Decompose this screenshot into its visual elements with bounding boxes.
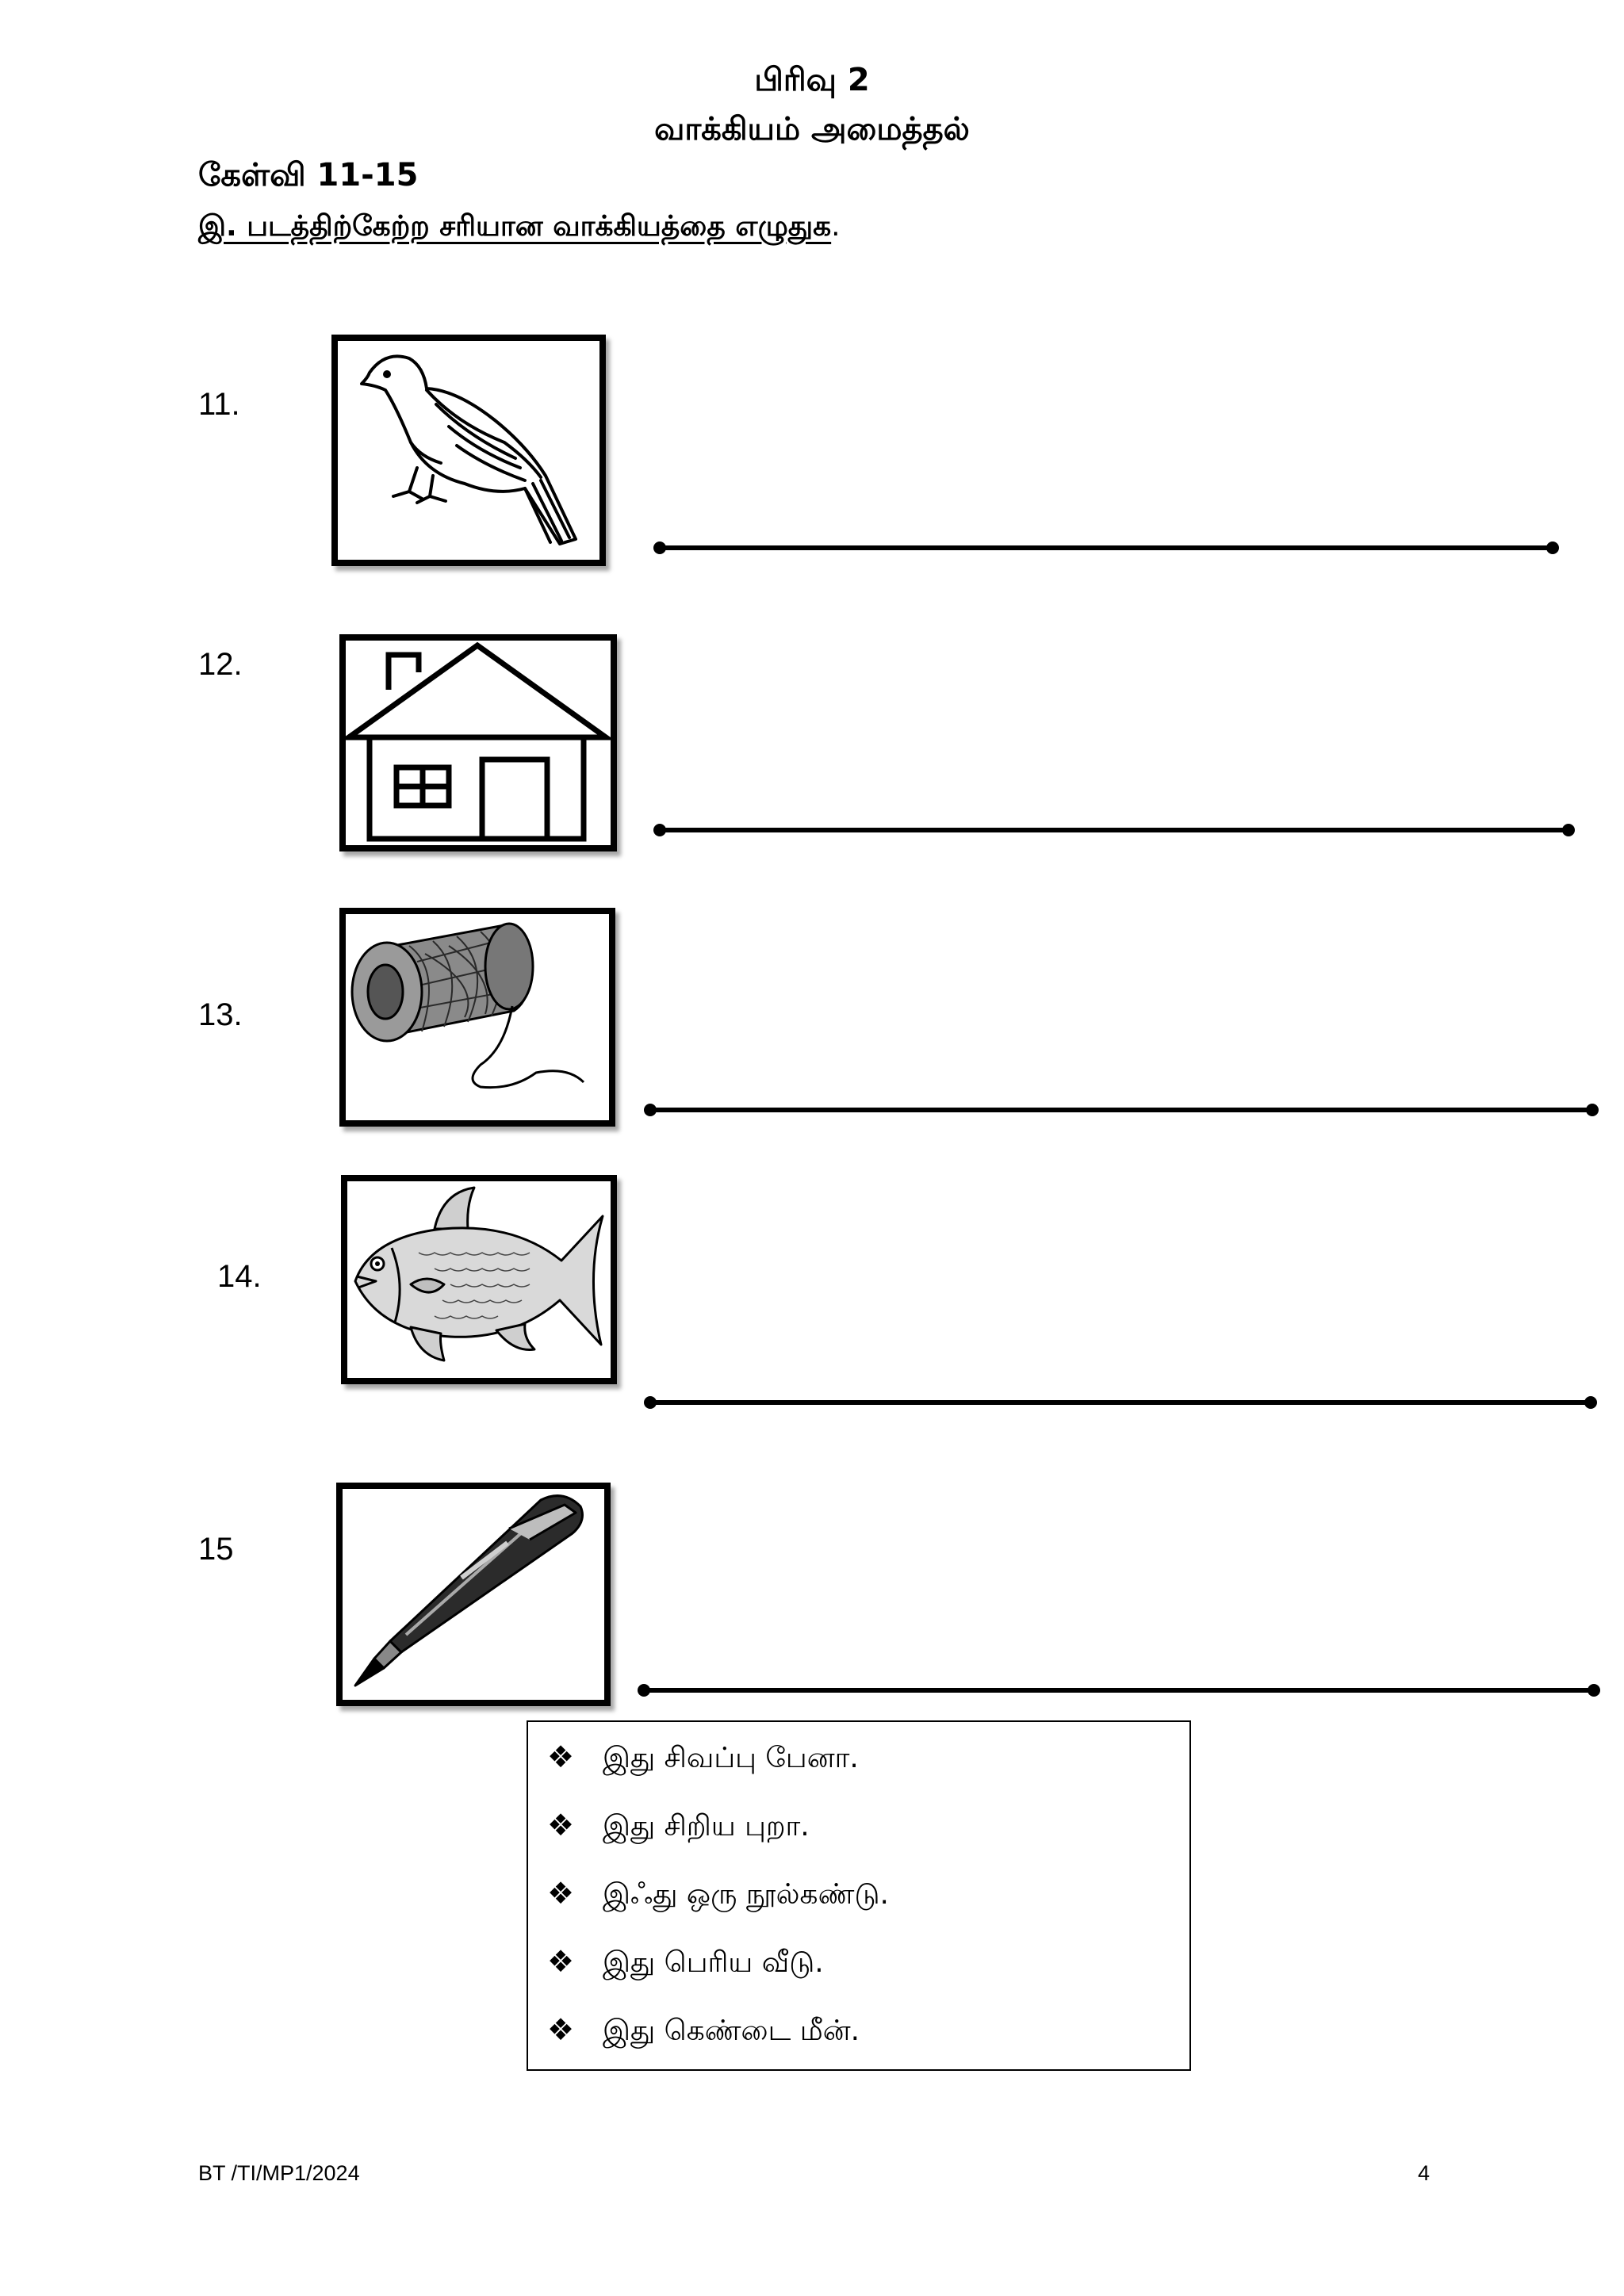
instruction: இ. படத்திற்கேற்ற சரியான வாக்கியத்தை எழுத…: [198, 210, 841, 247]
option-item: ❖இது கெண்டை மீன்.: [547, 2012, 860, 2047]
question-image-frame: [336, 1483, 611, 1706]
instruction-text: இ. படத்திற்கேற்ற சரியான வாக்கியத்தை எழுத…: [198, 210, 832, 243]
question-image-frame: [341, 1175, 617, 1384]
option-item: ❖இது பெரிய வீடு.: [547, 1944, 824, 1979]
answer-line[interactable]: [634, 1678, 1603, 1702]
house-icon: [346, 641, 611, 842]
answer-line[interactable]: [650, 536, 1562, 560]
answer-line[interactable]: [641, 1098, 1602, 1122]
question-number: 11.: [198, 387, 240, 422]
question-range: கேள்வி 11-15: [198, 157, 419, 193]
document-code: BT /TI/MP1/2024: [198, 2161, 360, 2185]
bird-icon: [360, 354, 577, 545]
answer-options-box: ❖இது சிவப்பு பேனா. ❖இது சிறிய புறா. ❖இஃத…: [527, 1720, 1191, 2071]
question-number: 12.: [198, 647, 243, 682]
fish-icon: [354, 1186, 604, 1362]
thread-spool-icon: [350, 922, 585, 1089]
bullet-icon: ❖: [547, 1876, 575, 1911]
option-item: ❖இது சிவப்பு பேனா.: [547, 1739, 859, 1774]
topic-title: வாக்கியம் அமைத்தல்: [654, 111, 970, 147]
answer-line[interactable]: [641, 1391, 1600, 1414]
question-image-frame: [331, 335, 606, 566]
question-number: 14.: [217, 1259, 262, 1294]
bullet-icon: ❖: [547, 1808, 575, 1843]
pen-icon: [354, 1494, 584, 1687]
option-item: ❖இஃது ஒரு நூல்கண்டு.: [547, 1876, 889, 1911]
instruction-period: .: [831, 210, 841, 243]
section-title: பிரிவு 2: [754, 62, 870, 98]
bullet-icon: ❖: [547, 2012, 575, 2047]
question-number: 13.: [198, 997, 243, 1032]
answer-line[interactable]: [650, 818, 1578, 842]
option-item: ❖இது சிறிய புறா.: [547, 1808, 810, 1843]
bullet-icon: ❖: [547, 1944, 575, 1979]
bullet-icon: ❖: [547, 1739, 575, 1774]
page-number: 4: [1418, 2161, 1431, 2185]
question-image-frame: [339, 634, 617, 851]
question-number: 15: [198, 1532, 234, 1567]
question-image-frame: [339, 908, 615, 1127]
